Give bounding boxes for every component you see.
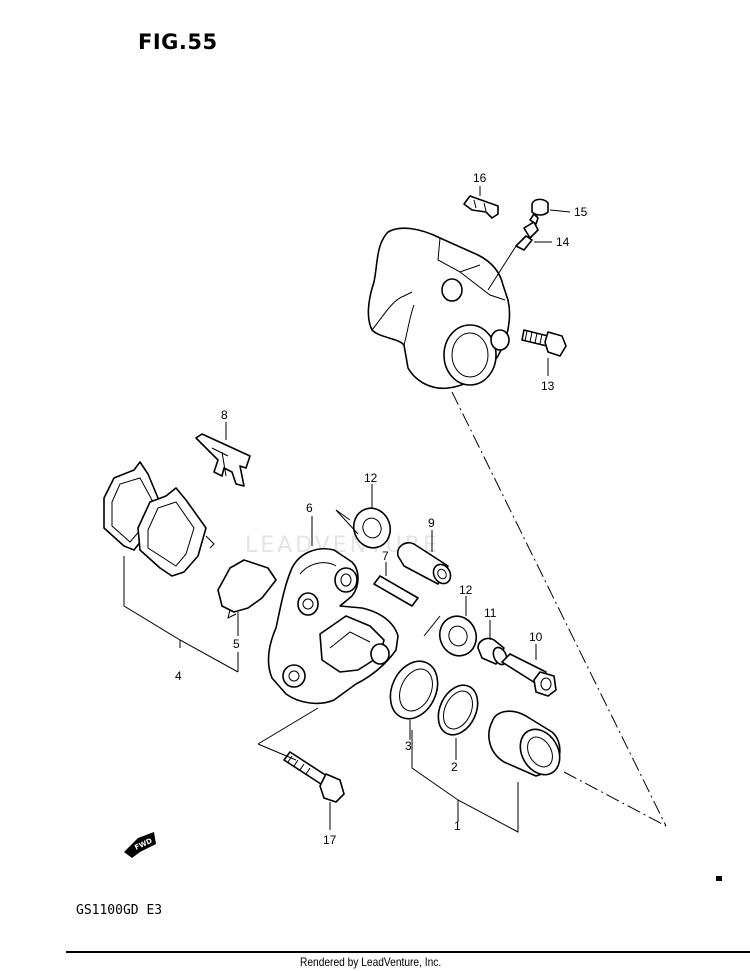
part-9-sleeve[interactable] (396, 541, 454, 587)
callout-14: 14 (556, 235, 570, 249)
callout-12-upper: 12 (364, 471, 378, 485)
model-code: GS1100GD E3 (76, 903, 163, 918)
part-2-piston-seal[interactable] (431, 679, 486, 741)
callout-2: 2 (451, 760, 458, 774)
callout-15: 15 (574, 205, 588, 219)
callout-3: 3 (405, 739, 412, 753)
part-13-bolt[interactable] (521, 329, 567, 357)
part-12-boot-lower[interactable] (434, 611, 482, 661)
part-16-clip[interactable] (463, 195, 499, 219)
part-11-bushing[interactable] (477, 637, 509, 666)
callout-9: 9 (428, 516, 435, 530)
callout-10: 10 (529, 630, 543, 644)
part-4-brake-pads[interactable] (103, 461, 215, 577)
part-10-pin-bolt[interactable] (501, 653, 557, 697)
part-7-pin[interactable] (373, 575, 419, 607)
callout-4: 4 (175, 669, 182, 683)
callout-13: 13 (541, 379, 555, 393)
callout-8: 8 (221, 408, 228, 422)
callout-6: 6 (306, 501, 313, 515)
part-5-shim[interactable] (217, 559, 277, 619)
callout-labels: 1 2 3 4 5 6 7 8 9 10 11 12 12 13 14 15 1… (175, 171, 588, 847)
fwd-arrow-icon: FWD (124, 832, 156, 858)
edge-marker (716, 876, 722, 881)
footer-text: Rendered by LeadVenture, Inc. (300, 955, 442, 969)
callout-7: 7 (382, 549, 389, 563)
part-6-caliper-holder[interactable] (267, 548, 399, 705)
part-17-bolt[interactable] (283, 751, 345, 803)
part-14-bleeder-valve[interactable] (515, 213, 539, 251)
leader-lines (123, 186, 667, 833)
figure-title: FIG.55 (138, 30, 218, 54)
part-8-pad-spring[interactable] (195, 433, 251, 487)
part-3-dust-seal[interactable] (381, 654, 446, 727)
callout-12-lower: 12 (459, 583, 473, 597)
part-12-boot-upper[interactable] (348, 503, 396, 553)
callout-17: 17 (323, 833, 337, 847)
callout-16: 16 (473, 171, 487, 185)
callout-1: 1 (454, 819, 461, 833)
part-15-cap[interactable] (531, 198, 549, 216)
caliper-body[interactable] (367, 227, 511, 390)
part-1-piston[interactable] (488, 710, 568, 782)
callout-11: 11 (484, 606, 497, 620)
callout-5: 5 (233, 637, 240, 651)
